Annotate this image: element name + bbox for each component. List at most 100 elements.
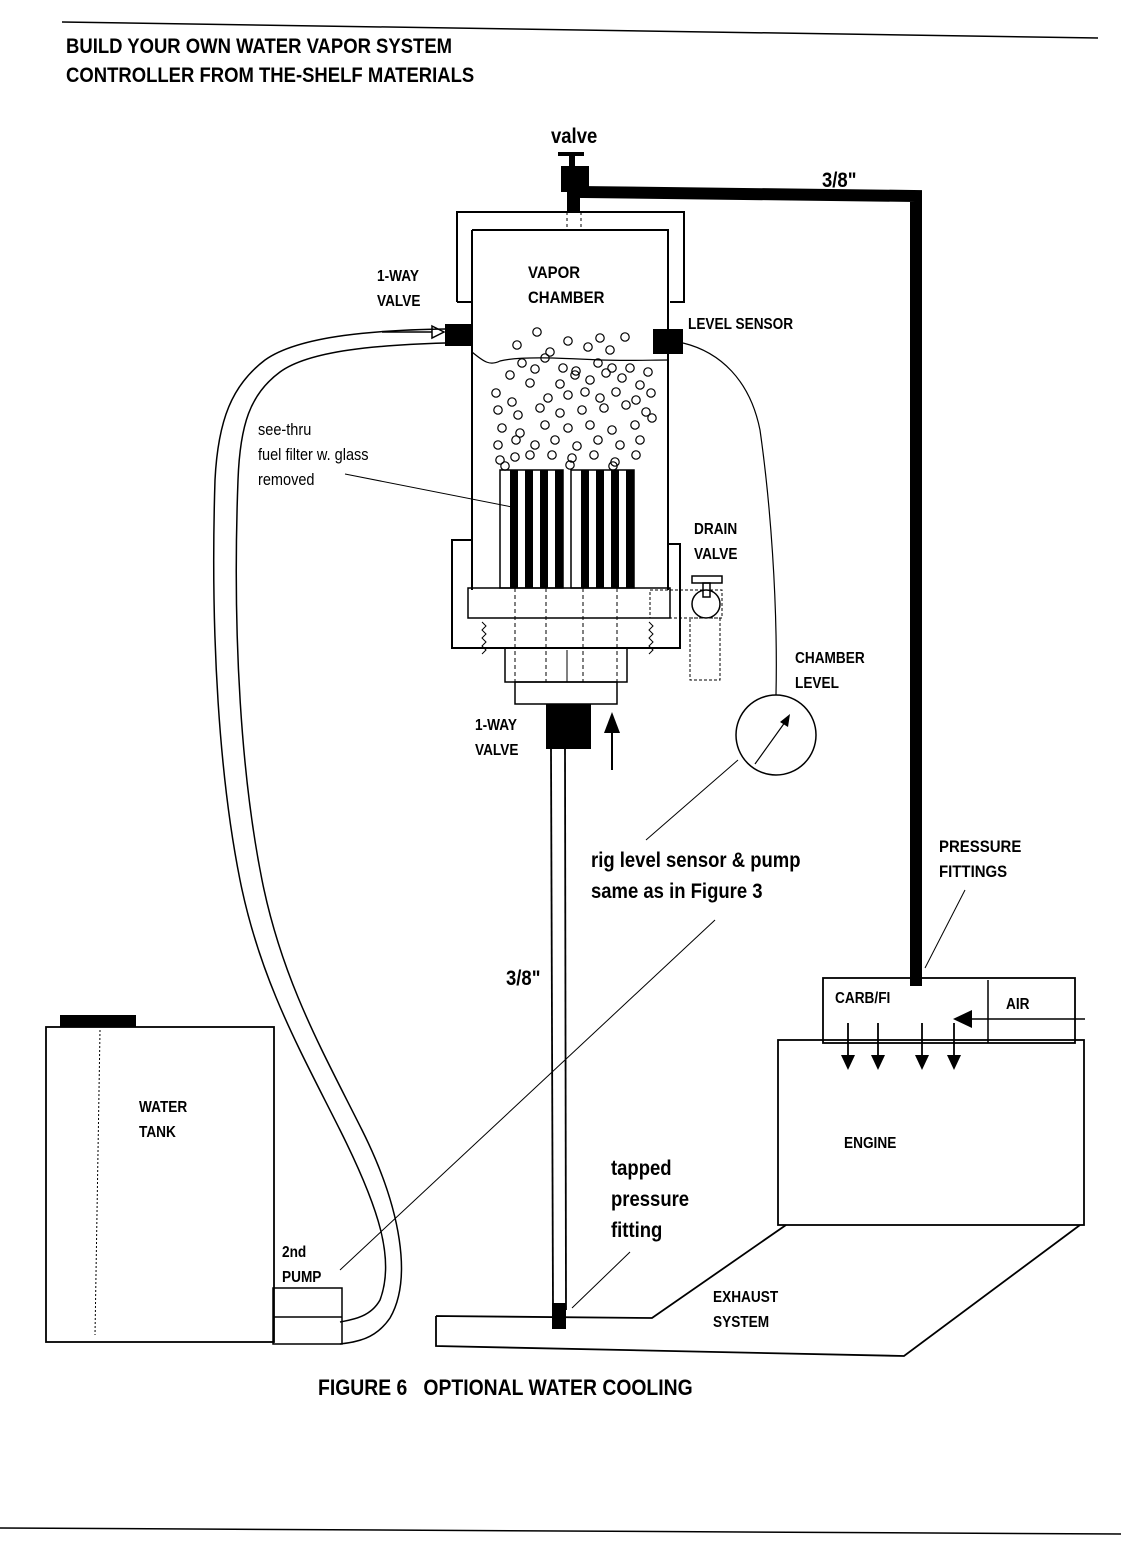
bubble — [643, 367, 653, 377]
water-surface — [471, 351, 669, 364]
filter-cap-outline — [456, 211, 685, 303]
filter-stripe — [555, 470, 563, 588]
bubble — [540, 353, 550, 363]
bubble — [647, 413, 657, 423]
engine-label: ENGINE — [844, 1135, 897, 1152]
bubble — [530, 440, 540, 450]
bubble — [558, 363, 568, 373]
bubble — [635, 380, 645, 390]
vapor-chamber-outline — [471, 229, 669, 590]
intake-arrows — [841, 1023, 961, 1070]
filter-stripe — [611, 470, 619, 588]
bubble — [646, 388, 656, 398]
bubble — [570, 370, 580, 380]
carb-label: CARB/FI — [835, 990, 891, 1007]
bubble — [565, 460, 575, 470]
bubble — [615, 440, 625, 450]
bubble — [505, 370, 515, 380]
drain-valve-icon — [649, 575, 723, 681]
bubble — [577, 405, 587, 415]
header-rule — [61, 21, 1099, 39]
air-arrow-icon — [953, 1010, 972, 1028]
bottom-one-way-valve-icon — [546, 704, 591, 749]
water-tank-cap — [60, 1015, 136, 1027]
filter-element — [499, 469, 635, 589]
bubble — [515, 428, 525, 438]
bubble — [563, 390, 573, 400]
engine-outline — [777, 1039, 1085, 1226]
bubble — [593, 358, 603, 368]
bubble — [572, 441, 582, 451]
bubble — [547, 450, 557, 460]
bubble — [571, 366, 581, 376]
header-title-line2: CONTROLLER FROM THE-SHELF MATERIALS — [66, 64, 475, 87]
bubble — [563, 336, 573, 346]
bubble — [601, 368, 611, 378]
bubble — [595, 333, 605, 343]
bubble — [595, 393, 605, 403]
filter-stripe — [596, 470, 604, 588]
bubble — [599, 403, 609, 413]
bubble — [585, 420, 595, 430]
bubble — [593, 435, 603, 445]
header-title-line1: BUILD YOUR OWN WATER VAPOR SYSTEM — [66, 35, 453, 58]
hose-size-side-label: 3/8" — [506, 967, 541, 990]
bubble — [495, 455, 505, 465]
bubble — [491, 388, 501, 398]
bubble — [563, 423, 573, 433]
filter-stripe — [525, 470, 533, 588]
bubble — [497, 423, 507, 433]
inlet-one-way-valve-icon — [445, 324, 473, 346]
bubble — [630, 420, 640, 430]
bubble — [532, 327, 542, 337]
hose-size-top-label: 3/8" — [822, 169, 857, 192]
bubble — [605, 345, 615, 355]
bubble — [555, 408, 565, 418]
top-valve-icon — [558, 152, 589, 212]
filter-stripe — [510, 470, 518, 588]
bubble — [635, 435, 645, 445]
bubble — [530, 364, 540, 374]
bubble — [580, 387, 590, 397]
intake-arrow-icon — [947, 1055, 961, 1070]
filter-stripe — [540, 470, 548, 588]
bubble — [631, 395, 641, 405]
flow-arrow-icon — [604, 712, 620, 733]
tapped-pressure-fitting-icon — [552, 1303, 566, 1329]
supply-hose — [212, 328, 446, 1323]
bubble — [535, 403, 545, 413]
bubble — [540, 420, 550, 430]
filter-stripe — [581, 470, 589, 588]
figure-caption: FIGURE 6 OPTIONAL WATER COOLING — [318, 1375, 693, 1400]
bubble — [631, 450, 641, 460]
carb-box — [822, 977, 1076, 1044]
vapor-bubbles — [491, 327, 657, 471]
bubble — [493, 405, 503, 415]
bubble — [550, 435, 560, 445]
bubble — [500, 461, 510, 471]
bubble — [543, 393, 553, 403]
bubble — [545, 347, 555, 357]
bubble — [585, 375, 595, 385]
bubble — [589, 450, 599, 460]
level-sensor-label: LEVEL SENSOR — [688, 316, 794, 333]
bubble — [517, 358, 527, 368]
bubble — [525, 378, 535, 388]
level-sensor-icon — [653, 329, 683, 354]
intake-arrow-icon — [841, 1055, 855, 1070]
filter-stripe — [626, 470, 634, 588]
bubble — [512, 340, 522, 350]
filter-bowl-outer — [451, 539, 681, 649]
intake-arrow-icon — [915, 1055, 929, 1070]
bubble — [513, 410, 523, 420]
vapor-hose-to-carb — [571, 185, 922, 986]
